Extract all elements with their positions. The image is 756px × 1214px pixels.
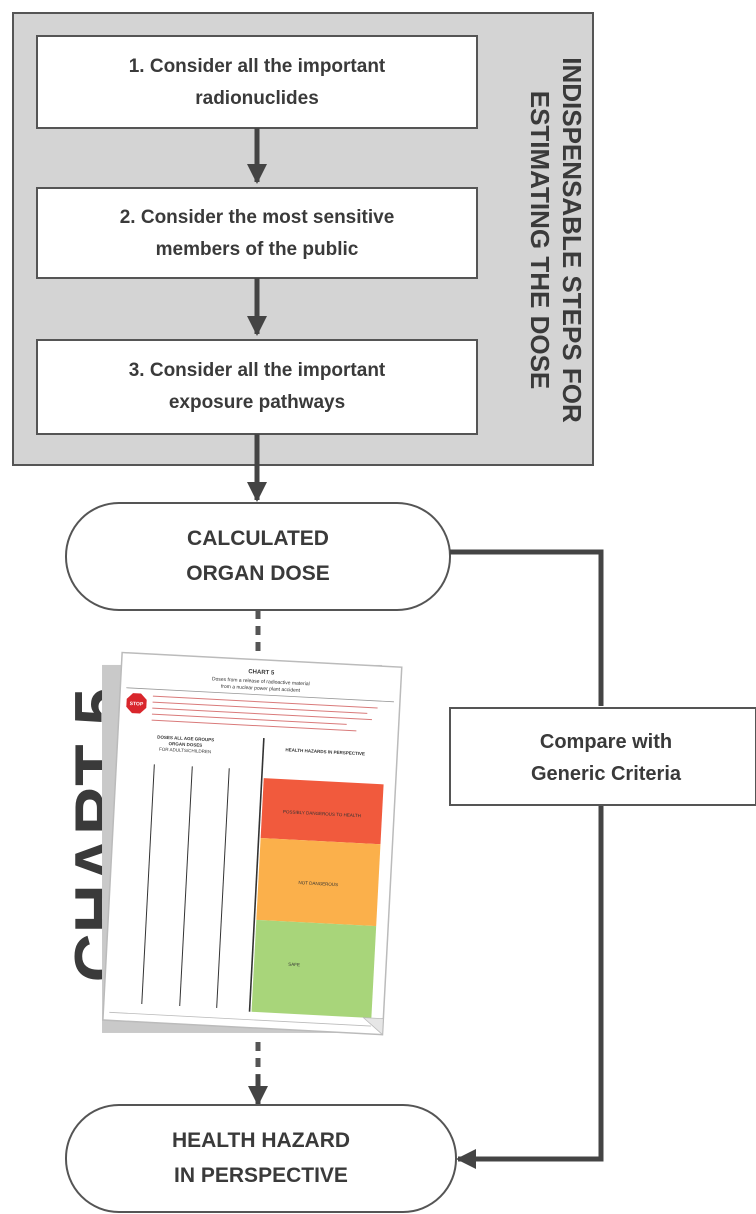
calculated-line1: CALCULATED: [187, 527, 329, 550]
step-box-1: 1. Consider all the important radionucli…: [36, 35, 478, 129]
step-box-3: 3. Consider all the important exposure p…: [36, 339, 478, 435]
connector-to-compare: [450, 549, 604, 706]
chart-5-thumbnail: CHART 5 Doses from a release of radioact…: [102, 651, 403, 1036]
thumbnail-orange-label: NOT DANGEROUS: [298, 880, 338, 887]
thumbnail-left-header-3: FOR ADULTS/CHILDREN: [159, 747, 211, 755]
step-1-line2: radionuclides: [195, 88, 319, 109]
thumbnail-subtitle-line1: Doses from a release of radioactive mate…: [212, 676, 310, 687]
step-3-line2: exposure pathways: [169, 392, 345, 413]
panel-title: INDISPENSABLE STEPS FOR ESTIMATING THE D…: [525, 57, 587, 423]
thumbnail-green-band: [251, 919, 377, 1019]
thumbnail-orange-band: [256, 838, 381, 927]
thumbnail-title: CHART 5: [248, 669, 275, 676]
calculated-line2: ORGAN DOSE: [186, 562, 330, 585]
thumbnail-left-header-1: DOSES ALL AGE GROUPS: [157, 734, 214, 742]
compare-connector: [450, 549, 604, 1169]
thumbnail-axes: [141, 738, 265, 1012]
step-3-line1: 3. Consider all the important: [129, 360, 386, 381]
thumbnail-left-header-2: ORGAN DOSES: [168, 741, 202, 748]
thumbnail-red-band: [260, 778, 384, 845]
step-2-line2: members of the public: [156, 239, 359, 260]
panel-title-line1: INDISPENSABLE STEPS FOR: [557, 57, 587, 423]
compare-criteria-node: Compare with Generic Criteria: [449, 707, 756, 806]
step-1-line1: 1. Consider all the important: [129, 56, 386, 77]
hazard-line1: HEALTH HAZARD: [172, 1129, 350, 1152]
stop-icon: STOP: [126, 693, 147, 714]
step-box-2: 2. Consider the most sensitive members o…: [36, 187, 478, 279]
thumbnail-subtitle-line2: from a nuclear power plant accident: [221, 684, 301, 694]
step-2-line1: 2. Consider the most sensitive: [120, 207, 395, 228]
thumbnail-page-curl: [362, 1017, 384, 1036]
thumbnail-green-label: SAFE: [288, 962, 300, 968]
thumbnail-warning-text: [151, 695, 378, 732]
health-hazard-node: HEALTH HAZARD IN PERSPECTIVE: [65, 1104, 457, 1213]
compare-line2: Generic Criteria: [531, 763, 682, 785]
panel-title-line2: ESTIMATING THE DOSE: [525, 91, 555, 390]
stop-label: STOP: [130, 701, 144, 708]
connector-to-hazard: [456, 806, 604, 1169]
compare-line1: Compare with: [540, 731, 672, 753]
thumbnail-red-label: POSSIBLY DANGEROUS TO HEALTH: [283, 809, 361, 818]
hazard-line2: IN PERSPECTIVE: [174, 1164, 348, 1187]
calculated-organ-dose-node: CALCULATED ORGAN DOSE: [65, 502, 451, 611]
thumbnail-right-header: HEALTH HAZARDS IN PERSPECTIVE: [285, 747, 365, 756]
